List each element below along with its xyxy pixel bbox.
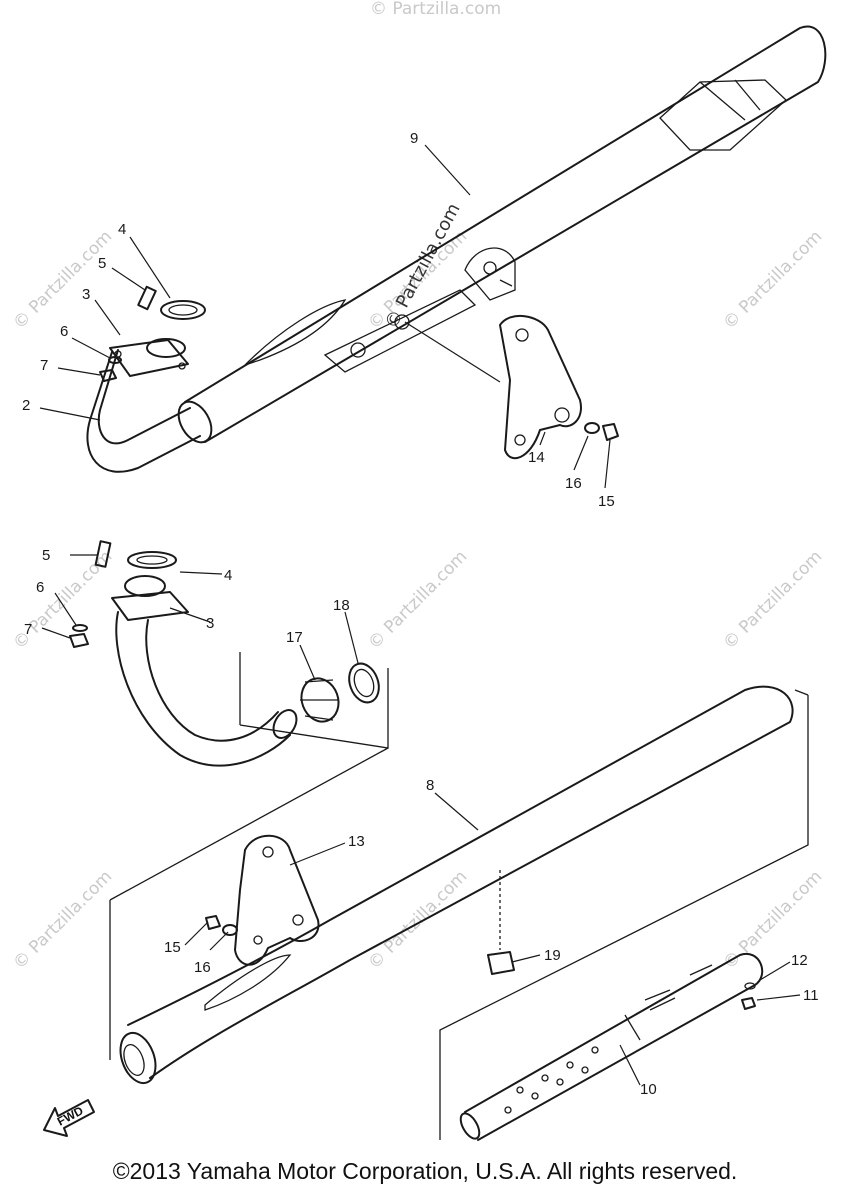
bracket-13 [234,834,320,966]
muffler-upper [177,25,827,444]
callout-16-lower: 16 [194,959,211,976]
callout-8: 8 [426,777,434,794]
callout-labels: 9 4 5 3 6 7 2 14 16 15 5 4 6 3 7 17 18 8… [22,130,819,1098]
callout-12: 12 [791,952,808,969]
stud-5-upper [137,285,157,311]
bracket-14 [499,314,582,460]
watermark-text: © Partzilla.com [719,547,826,654]
forward-arrow: FWD [43,1099,95,1137]
watermark-text: © Partzilla.com [9,227,116,334]
callout-7-lower: 7 [24,621,32,638]
callout-5: 5 [98,255,106,272]
callout-2: 2 [22,397,30,414]
exhaust-pipe-lower [111,575,298,767]
callout-16: 16 [565,475,582,492]
muffler-lower [119,685,794,1085]
callout-11: 11 [803,987,819,1004]
callout-14: 14 [528,449,545,466]
nut-17 [300,677,340,723]
screw-11 [741,997,756,1010]
callout-6-lower: 6 [36,579,44,596]
watermark-text: © Partzilla.com [381,200,465,333]
nut-7-lower [69,633,89,648]
callout-18: 18 [333,597,350,614]
watermark-text: © Partzilla.com [719,227,826,334]
nut-7-upper [99,369,117,382]
watermark-text: © Partzilla.com [364,547,471,654]
exhaust-pipe-upper [86,338,201,473]
copyright-footer: ©2013 Yamaha Motor Corporation, U.S.A. A… [112,1158,738,1184]
callout-3: 3 [82,286,90,303]
gasket-4-lower [127,551,177,569]
callout-6: 6 [60,323,68,340]
watermark-text: © Partzilla.com [9,867,116,974]
baffle-10 [459,952,764,1141]
watermark-text: © Partzilla.com [370,0,501,19]
washer-6-upper [108,356,122,364]
bolt-19 [487,951,515,975]
nut-15-upper [602,423,619,441]
washer-16-upper [584,422,600,434]
callout-17: 17 [286,629,303,646]
callout-15: 15 [598,493,615,510]
callout-15-lower: 15 [164,939,181,956]
callout-4: 4 [118,221,126,238]
callout-13: 13 [348,833,365,850]
callout-4-lower: 4 [224,567,232,584]
gasket-4-upper [160,300,206,320]
callout-9: 9 [410,130,418,147]
callout-7: 7 [40,357,48,374]
ring-18 [348,662,380,704]
callout-19: 19 [544,947,561,964]
callout-10: 10 [640,1081,657,1098]
washer-12 [744,982,756,990]
callout-3-lower: 3 [206,615,214,632]
callout-5-lower: 5 [42,547,50,564]
washer-6-lower [72,624,88,632]
watermark-text: © Partzilla.com [364,867,471,974]
washer-16-lower [222,924,238,936]
stud-5-lower [94,540,112,568]
leader-lines [39,144,801,1086]
nut-15-lower [205,915,221,930]
